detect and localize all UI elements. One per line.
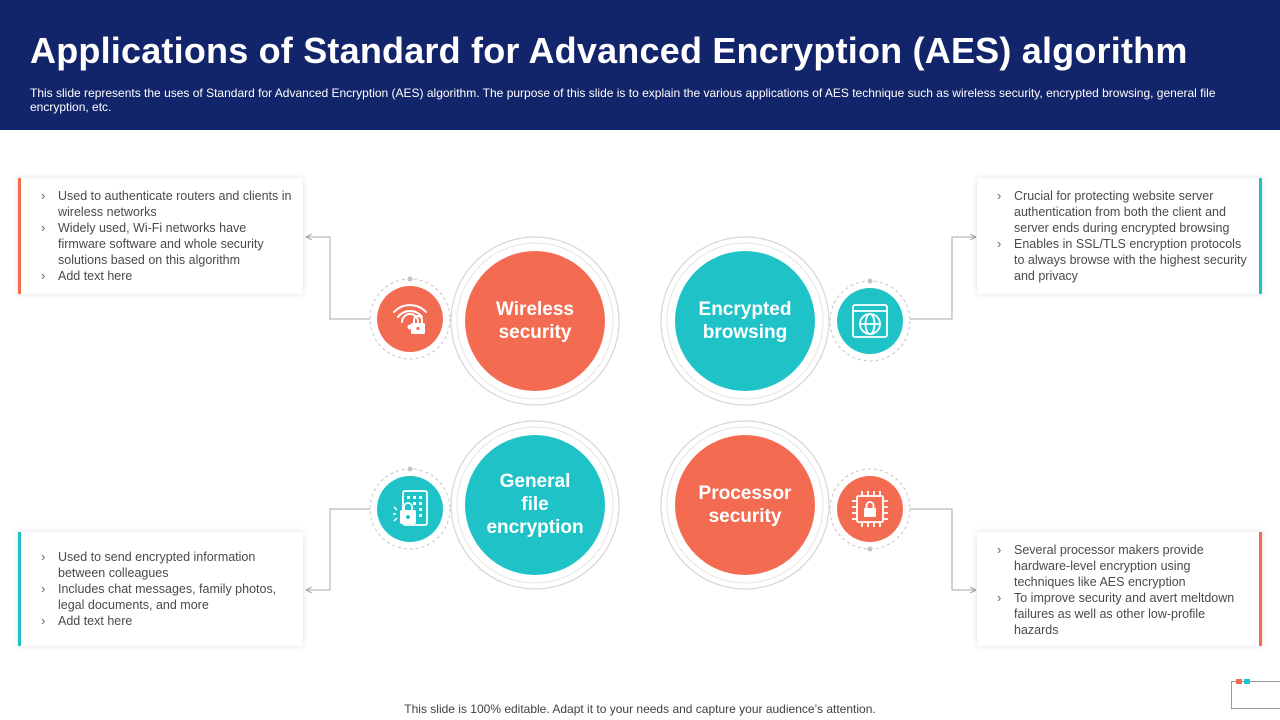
card-general-file-encryption: Used to send encrypted information betwe… [18,532,303,646]
bullet: Several processor makers provide hardwar… [994,542,1249,590]
label-general-file-encryption: General file encryption [486,471,584,538]
corner-decoration [1231,679,1280,709]
bullet: To improve security and avert meltdown f… [994,590,1249,638]
bullet: Enables in SSL/TLS encryption protocols … [994,236,1249,284]
bullet: Used to authenticate routers and clients… [38,188,293,220]
card-wireless-security: Used to authenticate routers and clients… [18,178,303,294]
file-lock-icon [393,490,428,526]
circle-file [465,435,605,575]
header-banner: Applications of Standard for Advanced En… [0,0,1280,130]
bullet: Add text here [38,613,293,629]
slide-subtitle: This slide represents the uses of Standa… [30,86,1216,114]
bullet: Used to send encrypted information betwe… [38,549,293,581]
circle-wireless [465,251,605,391]
browser-globe-icon [852,304,888,338]
bullet: Widely used, Wi-Fi networks have firmwar… [38,220,293,268]
bullet: Includes chat messages, family photos, l… [38,581,293,613]
circle-processor [675,435,815,575]
slide-title: Applications of Standard for Advanced En… [30,30,1188,71]
connector-file [306,508,370,590]
bullet: Crucial for protecting website server au… [994,188,1249,236]
wifi-lock-icon [393,304,427,334]
footer-note: This slide is 100% editable. Adapt it to… [404,702,876,716]
circle-browsing [675,251,815,391]
bullet: Add text here [38,268,293,284]
connector-wireless [306,237,370,320]
label-encrypted-browsing: Encrypted browsing [698,299,792,343]
card-encrypted-browsing: Crucial for protecting website server au… [977,178,1262,294]
chip-lock-icon [852,491,888,527]
label-wireless-security: Wireless security [496,299,574,343]
connector-processor [910,508,976,590]
card-processor-security: Several processor makers provide hardwar… [977,532,1262,646]
label-processor-security: Processor security [698,483,792,527]
connector-browsing [910,237,976,320]
